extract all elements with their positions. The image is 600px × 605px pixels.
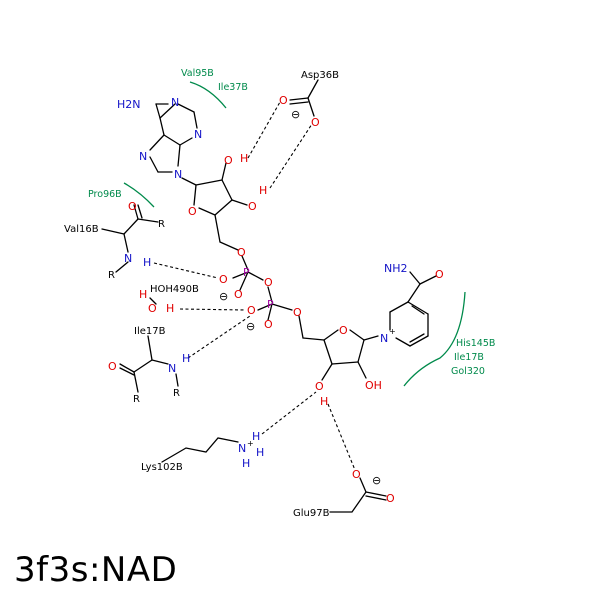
charge-minus-pb: ⊖ [246,320,255,333]
atom-h-2prime-n: H [320,395,328,408]
atom-h-2prime: H [240,152,248,165]
atom-h-water-2: H [166,302,174,315]
residue-glu97b: Glu97B [293,508,330,519]
atom-o-5prime: O [237,246,246,259]
charge-minus-glu97b: ⊖ [372,474,381,487]
ribose-adenosine [193,162,248,251]
atom-n9: N [174,168,182,181]
water-bond [149,297,157,305]
atom-o-glu97b-1: O [352,468,361,481]
atom-n-lys102b: N [238,442,246,455]
atom-oh-3prime-n: OH [365,379,382,392]
atom-h2n: H2N [117,98,141,111]
pyrophosphate [232,255,325,341]
residue-ile37b: Ile37B [218,82,248,93]
atom-o-asp36b-1: O [279,94,288,107]
atom-h-lys102b-3: H [242,457,250,470]
atom-n7: N [139,150,147,163]
asp36b-carboxylate [289,79,319,117]
atom-n1: N [171,96,179,109]
atom-nplus: N [380,332,388,345]
atom-h-lys102b-2: H [256,446,264,459]
contact-arc-pro96b [123,182,155,208]
residue-val95b: Val95B [181,68,214,79]
molecule-title: 3f3s:NAD [14,550,178,590]
atom-r-val16b-2: R [108,270,115,281]
atom-h-water-1: H [139,288,147,301]
atom-p-alpha: P [243,266,250,279]
atom-o-ribose1: O [188,205,197,218]
residue-ile17b-right: Ile17B [454,352,484,363]
atom-o-pa2: O [264,276,273,289]
atom-r-ile17b-2: R [173,388,180,399]
residue-ile17b-left: Ile17B [134,326,166,337]
atom-o-pb2: O [264,318,273,331]
hydrogen-bonds [153,101,356,471]
atom-o-pb3: O [293,306,302,319]
charge-plus-nicotinamide: + [389,327,396,336]
val16b-backbone [101,204,159,273]
ile17b-backbone [119,335,179,393]
atom-h-lys102b-1: H [252,430,260,443]
residue-val16b: Val16B [64,224,99,235]
charge-minus-asp36b: ⊖ [291,108,300,121]
residue-pro96b: Pro96B [88,189,122,200]
atom-o-pa3: O [234,288,243,301]
charge-plus-lys102b: + [247,439,254,448]
atom-o-ile17b: O [108,360,117,373]
atom-r-ile17b-1: R [133,394,140,405]
adenine-ring [149,103,198,186]
atom-o-amide: O [435,268,444,281]
contact-arc-his145b [403,291,466,387]
contact-arc-val95b [189,81,227,109]
atom-o-pb1: O [247,304,256,317]
residue-hoh490b: HOH490B [150,284,199,295]
atom-o-val16b: O [128,200,137,213]
atom-r-val16b-1: R [158,219,165,230]
atom-o-asp36b-2: O [311,116,320,129]
charge-minus-pa: ⊖ [219,290,228,303]
atom-o-2prime: O [224,154,233,167]
atom-o-glu97b-2: O [386,492,395,505]
ribose-nicotinamide [321,329,379,381]
atom-h-val16b: H [143,256,151,269]
residue-asp36b: Asp36B [301,70,339,81]
lys102b-sidechain [161,437,239,463]
atom-h-ile17b: H [182,352,190,365]
atom-p-beta: P [267,298,274,311]
residue-his145b: His145B [456,338,495,349]
residue-lys102b: Lys102B [141,462,183,473]
atom-h-3prime: H [259,184,267,197]
atom-n-ile17b: N [168,362,176,375]
atom-o-water: O [148,302,157,315]
atom-o-ribose2: O [339,324,348,337]
atom-o-2prime-n: O [315,380,324,393]
atom-n3: N [194,128,202,141]
atom-o-pa1: O [219,273,228,286]
residue-gol320: Gol320 [451,366,485,377]
atom-o-3prime: O [248,200,257,213]
nicotinamide-ring [389,271,437,347]
glu97b-carboxylate [329,477,387,513]
atom-n-val16b: N [124,252,132,265]
atom-nh2-amide: NH2 [384,262,408,275]
